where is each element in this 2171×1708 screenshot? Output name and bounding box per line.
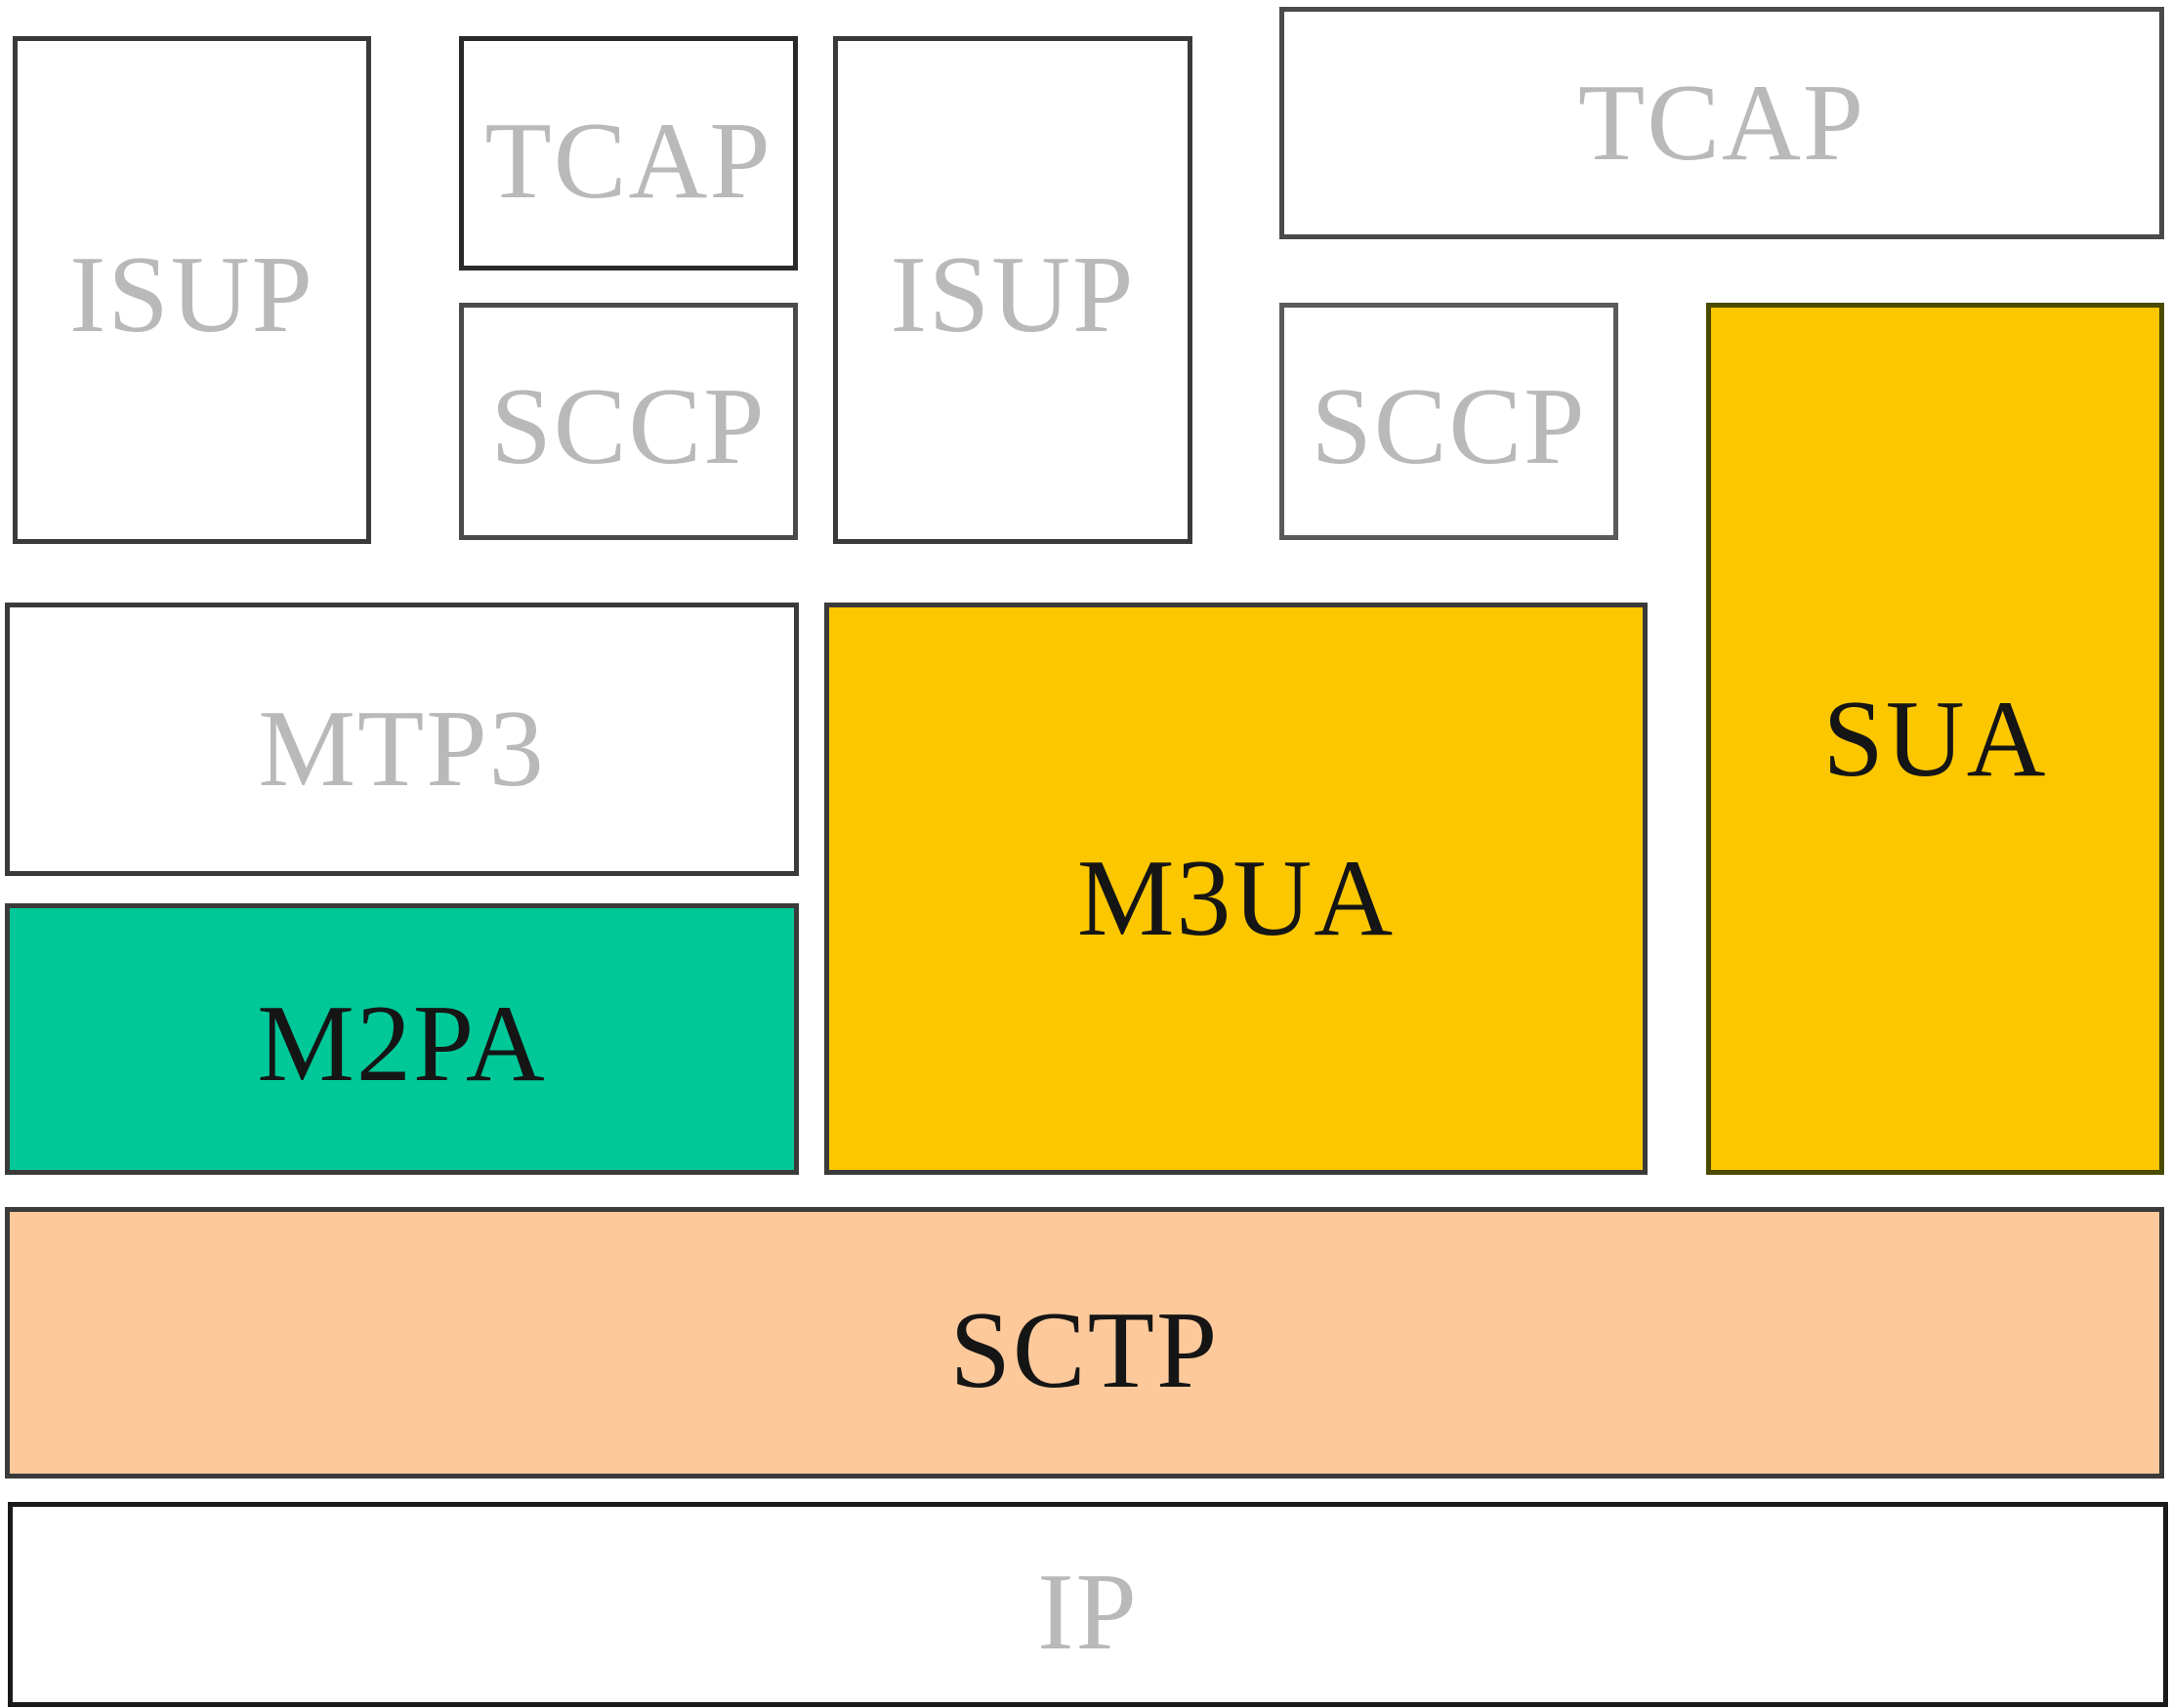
sccp-label: SCCP bbox=[490, 365, 767, 487]
sccp-label: SCCP bbox=[1311, 365, 1587, 487]
m3ua-layer: M3UA bbox=[824, 603, 1648, 1175]
m2pa-label: M2PA bbox=[257, 983, 547, 1104]
sctp-label: SCTP bbox=[949, 1289, 1220, 1411]
tcap-layer-right: TCAP bbox=[1279, 7, 2164, 239]
tcap-label: TCAP bbox=[484, 100, 772, 222]
isup-label: ISUP bbox=[890, 234, 1136, 355]
ip-label: IP bbox=[1037, 1551, 1139, 1673]
tcap-label: TCAP bbox=[1577, 62, 1866, 184]
sua-layer: SUA bbox=[1706, 303, 2164, 1175]
m3ua-label: M3UA bbox=[1076, 838, 1396, 959]
isup-label: ISUP bbox=[69, 234, 314, 355]
sccp-layer-left: SCCP bbox=[459, 303, 798, 540]
sua-label: SUA bbox=[1822, 678, 2048, 800]
mtp3-label: MTP3 bbox=[258, 688, 546, 810]
mtp3-layer: MTP3 bbox=[5, 603, 799, 876]
ip-layer: IP bbox=[8, 1502, 2168, 1707]
tcap-layer-left: TCAP bbox=[459, 36, 798, 271]
isup-layer-right: ISUP bbox=[833, 36, 1192, 544]
sctp-layer: SCTP bbox=[5, 1207, 2164, 1479]
m2pa-layer: M2PA bbox=[5, 903, 799, 1175]
isup-layer-left: ISUP bbox=[13, 36, 371, 544]
sccp-layer-right: SCCP bbox=[1279, 303, 1618, 540]
